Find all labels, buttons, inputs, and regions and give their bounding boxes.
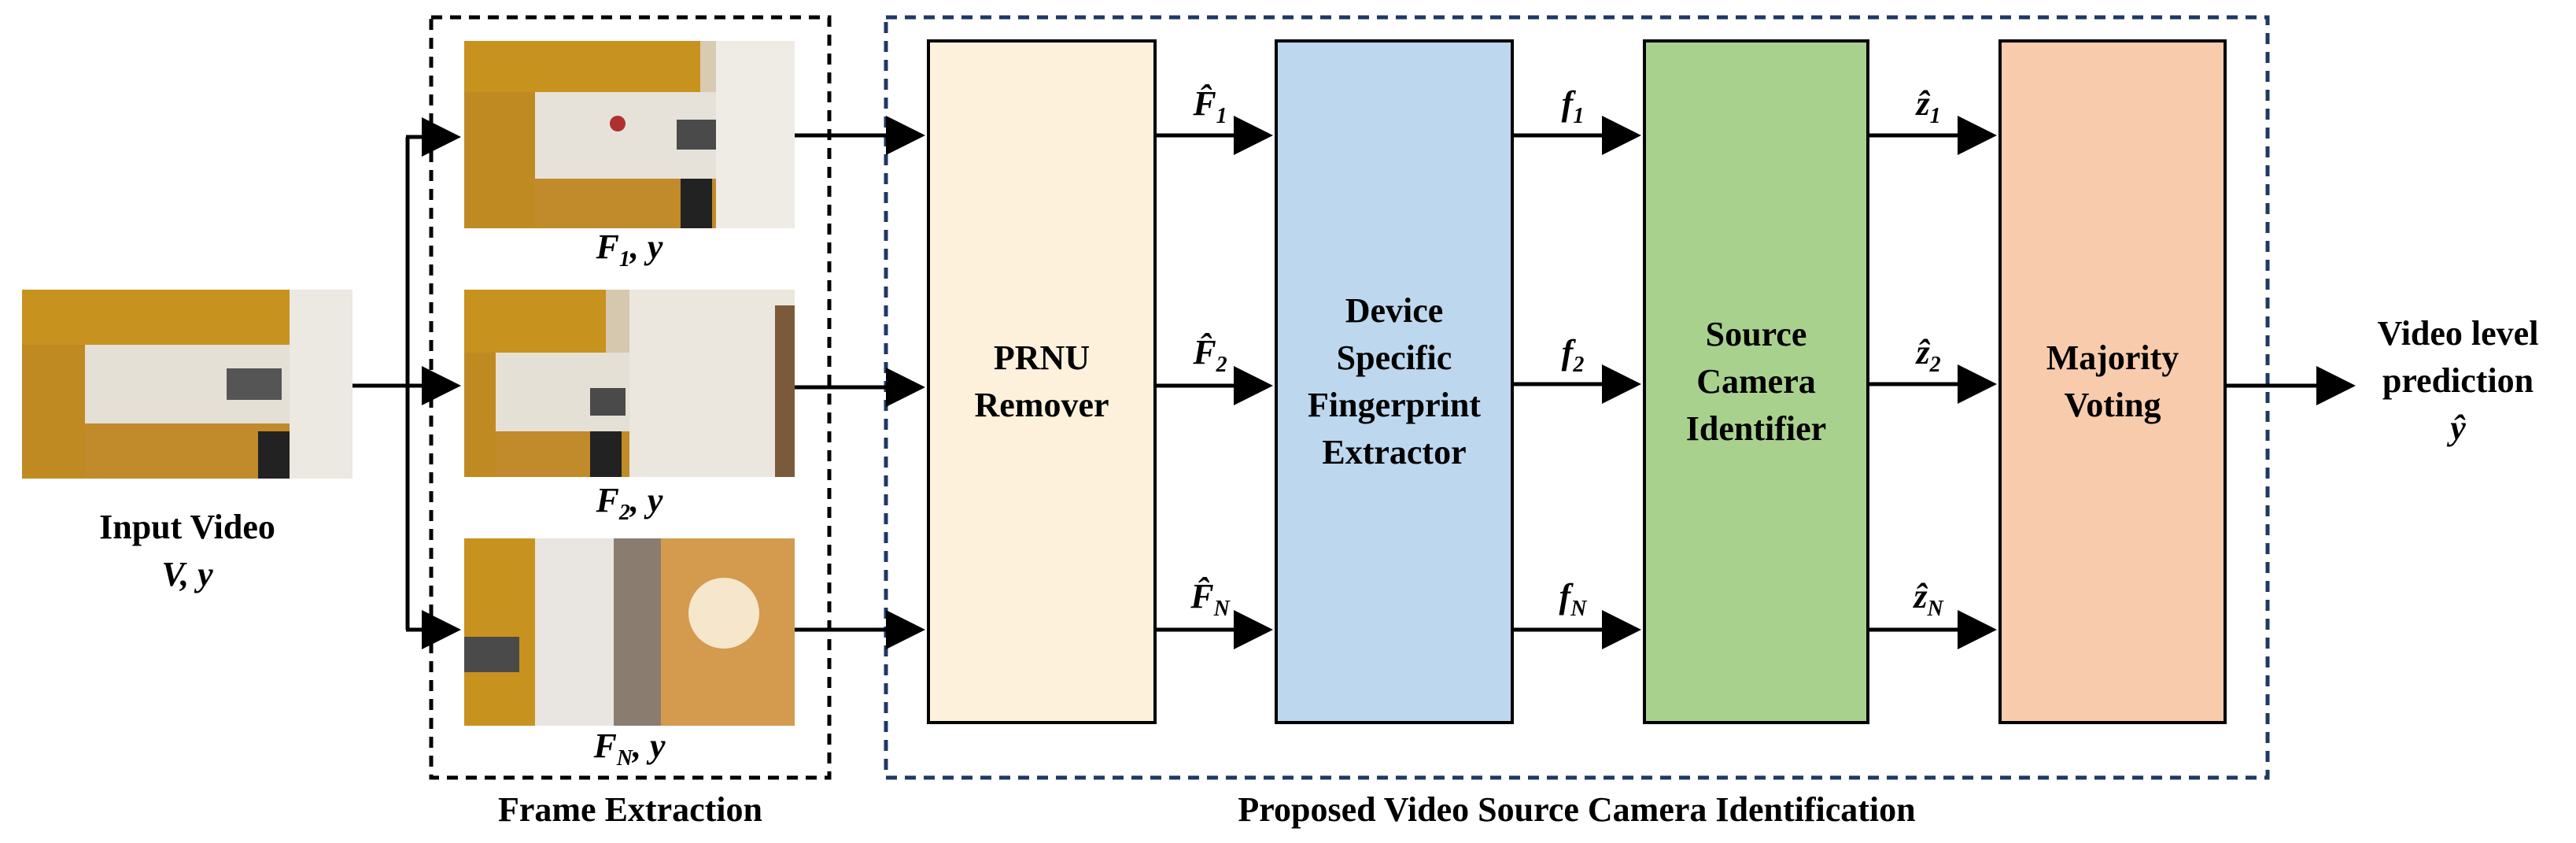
edge-label-fp-N: fN xyxy=(1559,577,1587,621)
frame-extraction-label: Frame Extraction xyxy=(498,790,762,829)
fingerprint-extractor-block xyxy=(1275,39,1514,724)
input-video-vars: V, y xyxy=(161,555,213,593)
source-camera-identifier-block xyxy=(1643,39,1869,724)
majority-voting-text: Majority Voting xyxy=(2046,338,2179,424)
edge-label-prnu-1: F̂1 xyxy=(1193,84,1227,128)
prnu-to-fingerprint-arrows xyxy=(1155,116,1273,649)
frame-thumbnail-1 xyxy=(464,41,795,228)
edge-label-fp-1: f1 xyxy=(1561,84,1585,128)
frame-thumbnail-N xyxy=(464,538,795,726)
frames-to-prnu-arrows xyxy=(795,116,925,649)
kitchen-scene-image xyxy=(22,290,352,479)
edge-label-cam-2: ẑ2 xyxy=(1916,333,1941,377)
edge-label-cam-N: ẑN xyxy=(1914,577,1943,621)
kitchen-scene-image xyxy=(464,41,795,228)
proposed-method-label: Proposed Video Source Camera Identificat… xyxy=(1238,790,1916,829)
source-camera-identifier-text: Source Camera Identifier xyxy=(1685,315,1827,448)
input-video-title: Input Video xyxy=(99,508,275,546)
output-symbol: ŷ xyxy=(2450,409,2466,447)
kitchen-scene-image xyxy=(464,290,795,477)
edge-label-prnu-2: F̂2 xyxy=(1193,333,1227,377)
frame-label-1: F1, y xyxy=(596,227,663,272)
frame-label-2: F2, y xyxy=(596,481,663,525)
input-video-thumbnail xyxy=(22,290,352,479)
proposed-border xyxy=(884,15,2270,780)
input-fanout-arrows xyxy=(352,117,461,649)
majority-voting-block xyxy=(1998,39,2227,724)
frame-extraction-border xyxy=(429,15,832,780)
frame-thumbnail-2 xyxy=(464,290,795,477)
camera-to-voting-arrows xyxy=(1868,116,1997,649)
edge-label-fp-2: f2 xyxy=(1561,333,1585,377)
edge-label-prnu-N: F̂N xyxy=(1190,577,1230,621)
fingerprint-extractor-text: Device Specific Fingerprint Extractor xyxy=(1308,291,1481,471)
doorway-scene-image xyxy=(464,538,795,726)
prnu-remover-text: PRNU Remover xyxy=(974,338,1109,424)
fingerprint-to-camera-arrows xyxy=(1512,116,1641,649)
output-label: Video level prediction ŷ xyxy=(2348,310,2568,452)
frame-label-N: FN, y xyxy=(593,727,666,771)
prnu-remover-block xyxy=(927,39,1157,724)
edge-label-cam-1: ẑ1 xyxy=(1916,84,1941,128)
input-video-label: Input Video V, y xyxy=(22,504,352,598)
